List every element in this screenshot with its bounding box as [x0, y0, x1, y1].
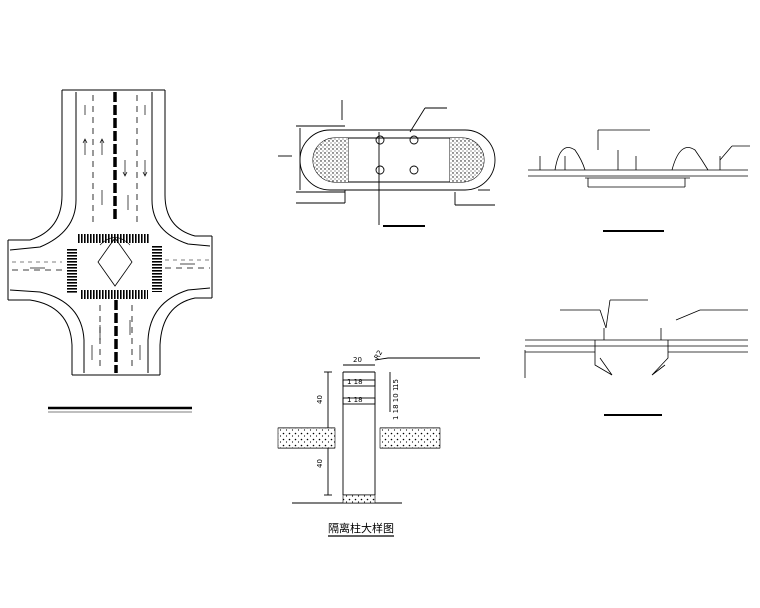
crosswalk-north	[78, 234, 150, 243]
crosswalk-west	[67, 248, 77, 294]
section-b	[524, 299, 748, 378]
post-foundation	[342, 494, 376, 504]
post-above-ground: 40	[316, 395, 324, 404]
post-top-width: 20	[353, 356, 362, 364]
ground-layer-left	[277, 427, 336, 449]
ground-layer-right	[379, 427, 441, 449]
post-below-ground: 40	[316, 459, 324, 468]
post-ring-1: 1 18	[347, 378, 363, 386]
island-hatch-right	[450, 138, 484, 182]
intersection-plan	[7, 89, 213, 376]
detail-title: 隔离柱大样图	[328, 521, 394, 535]
post-ring-2: 1 18	[347, 396, 363, 404]
crosswalk-east	[152, 246, 162, 292]
section-a	[528, 129, 750, 188]
post-radius-note: R2	[373, 349, 385, 361]
island-hatch-left	[313, 138, 348, 182]
post-side-note: 15	[392, 379, 400, 388]
crosswalk-south	[80, 290, 148, 299]
post-side-dims: 1 18 10 1	[392, 387, 400, 420]
